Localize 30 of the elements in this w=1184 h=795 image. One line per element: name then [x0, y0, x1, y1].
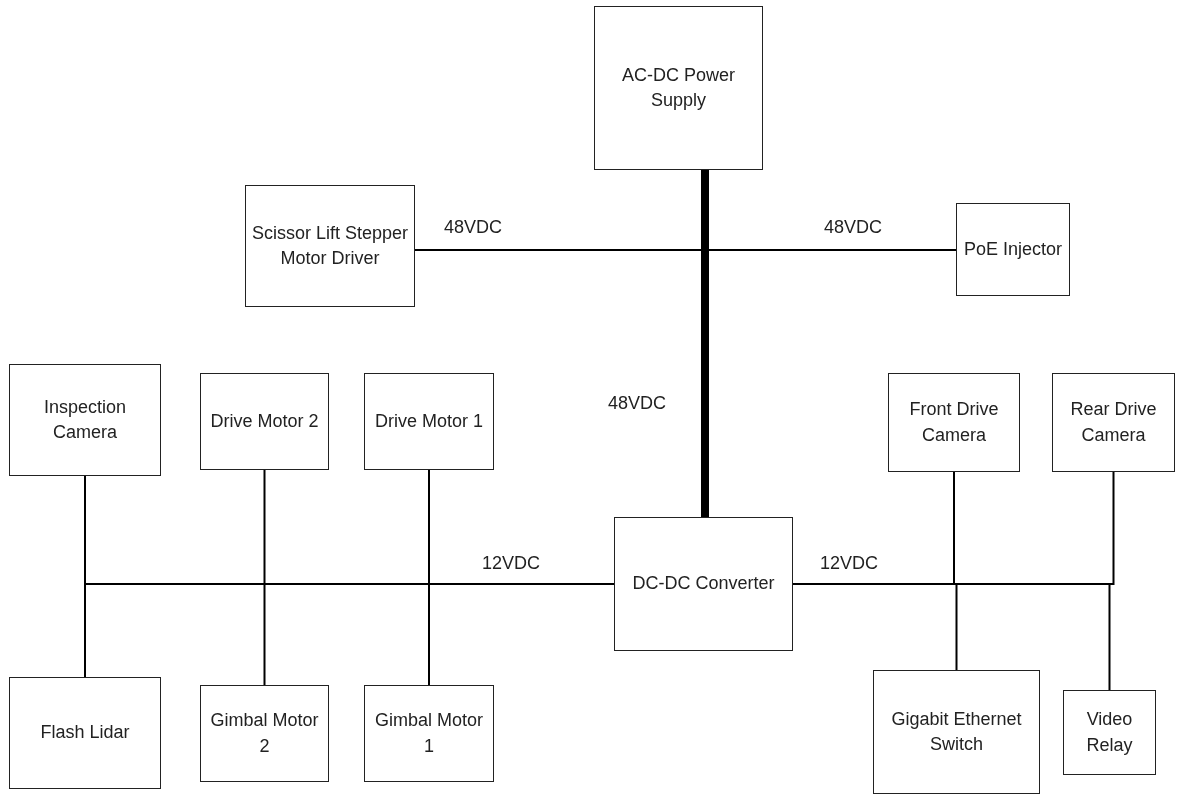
box-label: Drive Motor 2: [210, 409, 319, 433]
box-label: Drive Motor 1: [375, 409, 483, 433]
box-label: Gigabit Ethernet Switch: [890, 707, 1023, 756]
box-label: DC-DC Converter: [632, 572, 775, 596]
component-box: [364, 685, 494, 782]
box-label: Video Relay: [1085, 708, 1134, 757]
box-label: Gimbal Motor 1: [374, 709, 484, 758]
box-label: Rear Drive Camera: [1069, 398, 1158, 447]
thick-power-line: [701, 170, 709, 517]
box-label: Flash Lidar: [40, 721, 130, 745]
box-label: Front Drive Camera: [908, 398, 1000, 447]
component-box: [200, 685, 329, 782]
box-label: AC-DC Power Supply: [621, 63, 736, 112]
box-label: Scissor Lift Stepper Motor Driver: [250, 221, 410, 270]
component-box: [614, 517, 793, 651]
component-box: [1063, 690, 1156, 775]
power-line: [428, 583, 615, 686]
component-box: [245, 185, 415, 307]
component-box: [200, 373, 329, 470]
component-box: [364, 373, 494, 470]
box-label: Inspection Camera: [42, 395, 128, 444]
component-box: [1052, 373, 1175, 472]
component-box: [873, 670, 1040, 794]
component-box: [9, 364, 161, 476]
component-box: [9, 677, 161, 789]
component-box: [594, 6, 763, 170]
box-label: PoE Injector: [963, 237, 1063, 261]
component-box: [888, 373, 1020, 472]
box-label: Gimbal Motor 2: [209, 709, 320, 758]
component-box: [956, 203, 1070, 296]
